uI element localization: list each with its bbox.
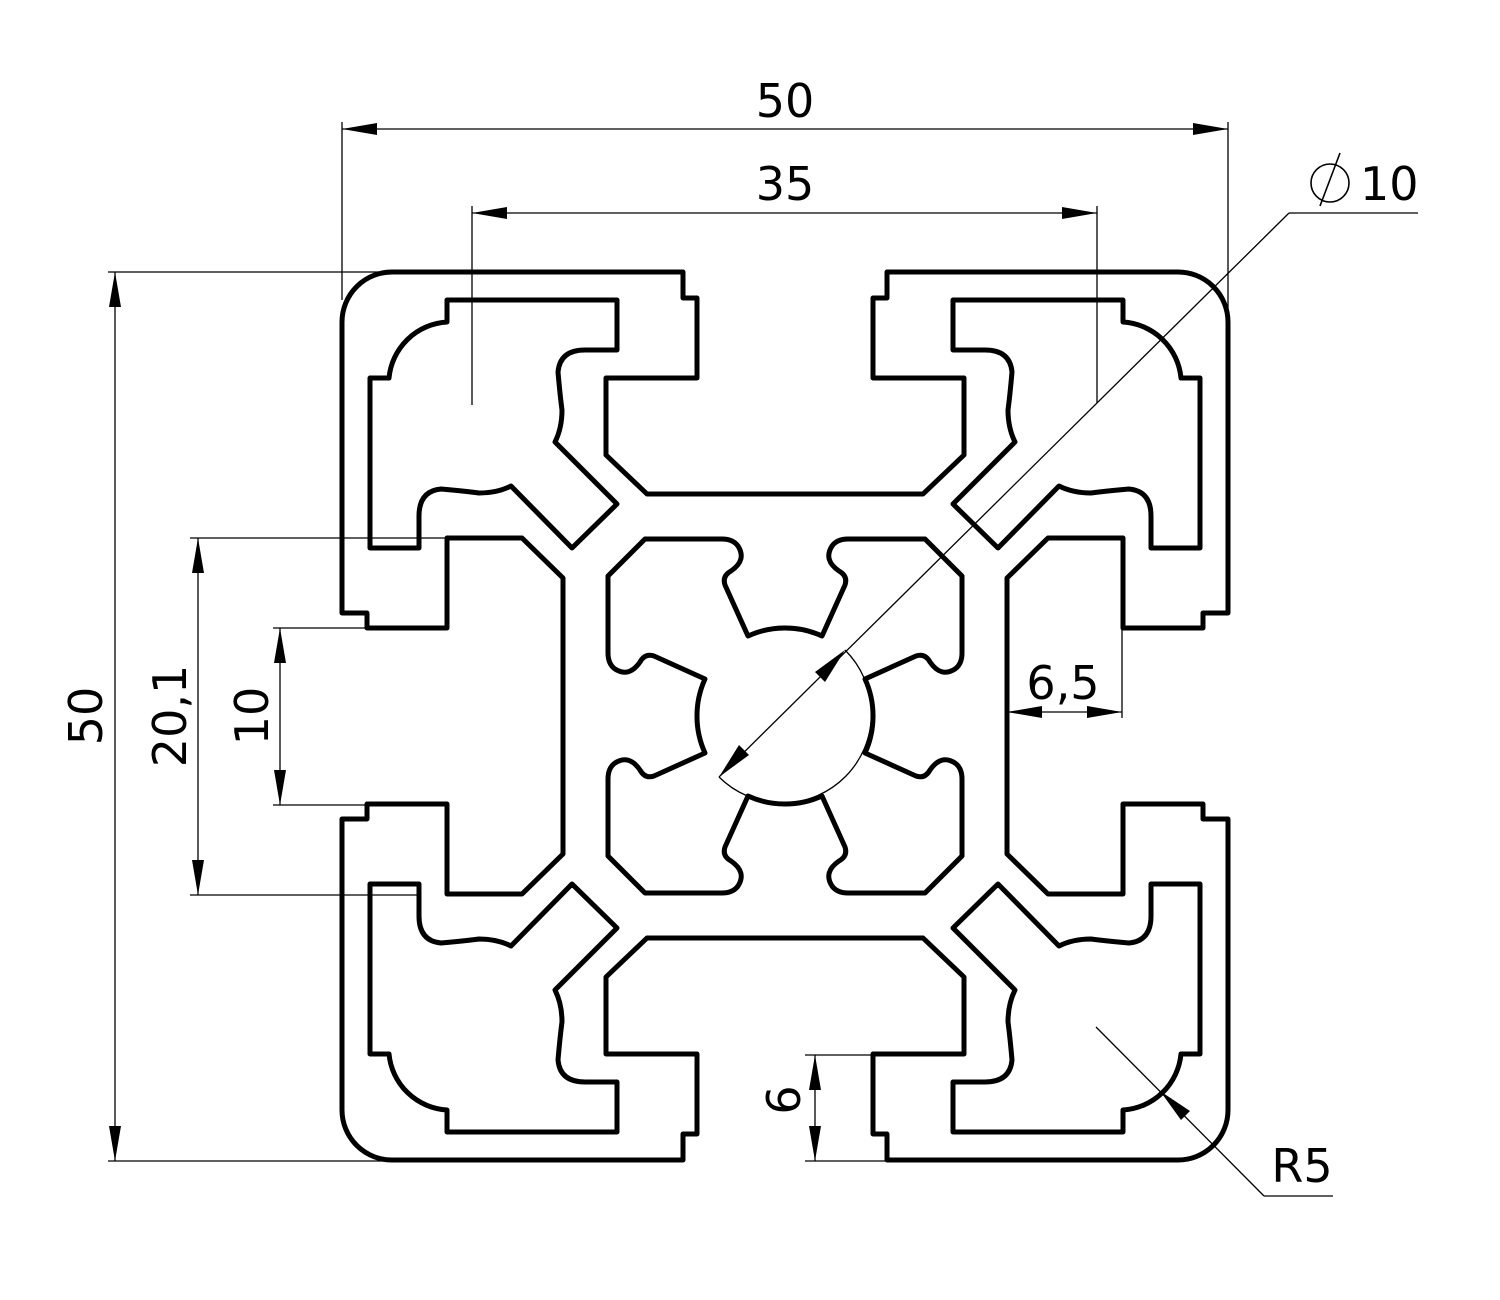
- dimension-slot-opening: 10: [225, 627, 367, 806]
- dimension-label: 10: [1360, 157, 1419, 211]
- dimension-web-thickness: 6,5: [1007, 628, 1123, 718]
- diameter-symbol-icon: [1310, 152, 1350, 207]
- dimension-label: 6,5: [1026, 656, 1099, 710]
- dimension-label: 6: [757, 1085, 811, 1114]
- dimension-slot-spacing: 35: [471, 157, 1098, 405]
- dimension-overall-height: 50: [59, 271, 390, 1162]
- dimension-bore-diameter: 10: [718, 152, 1419, 804]
- dimension-label: 35: [756, 157, 815, 211]
- dimension-corner-radius: R5: [1095, 1026, 1333, 1197]
- dimension-label: 10: [225, 687, 279, 746]
- dimension-label: R5: [1271, 1139, 1332, 1193]
- dimension-label: 50: [59, 687, 113, 746]
- center-core-cavity: [608, 539, 962, 893]
- dimension-label: 20,1: [143, 665, 197, 767]
- dimension-slot-outer-width: 20,1: [143, 537, 446, 896]
- dimension-slot-depth: 6: [757, 1054, 885, 1162]
- dimension-label: 50: [756, 74, 815, 128]
- dimension-overall-width: 50: [341, 74, 1229, 310]
